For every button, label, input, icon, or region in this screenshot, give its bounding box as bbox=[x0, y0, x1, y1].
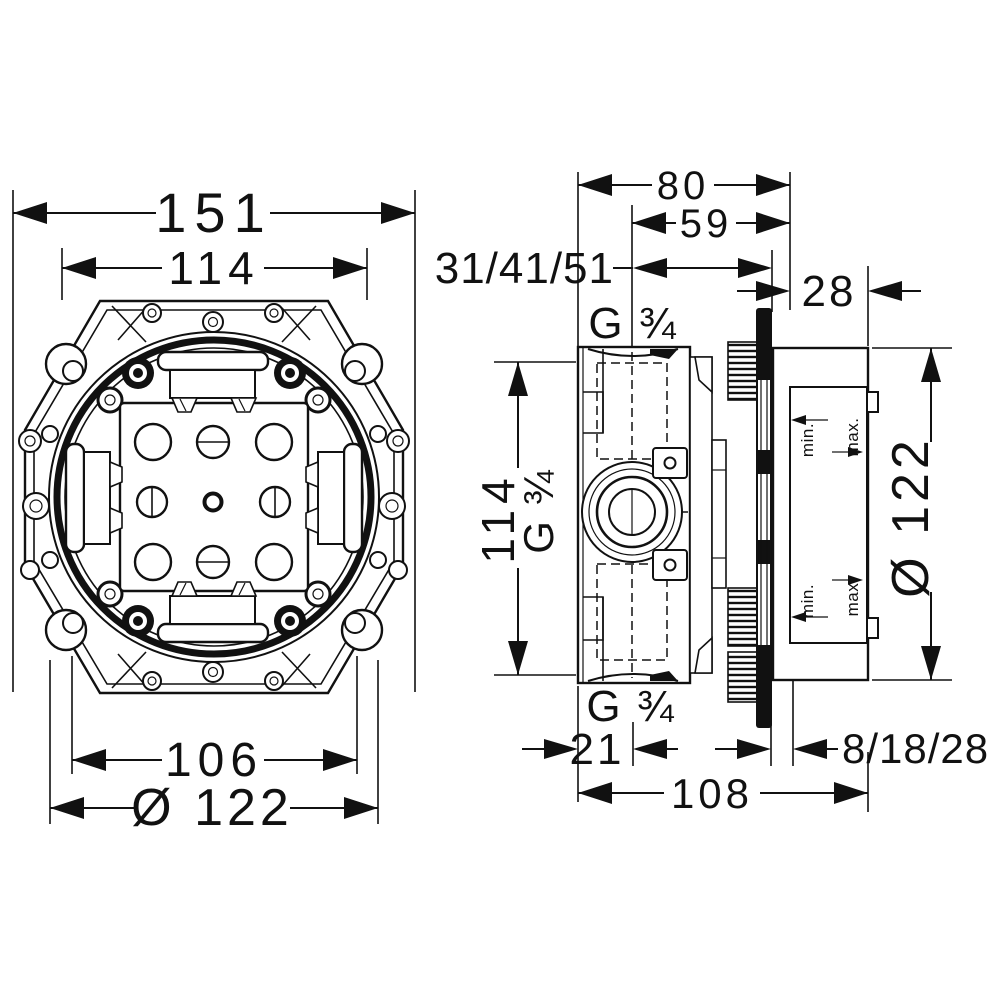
dim-protrusion-range-label: 8/18/28 bbox=[842, 725, 989, 772]
dim-center-to-front-label: 59 bbox=[680, 202, 733, 246]
dim-front-diameter-label: Ø 122 bbox=[131, 779, 293, 837]
dim-bolt-spacing-bottom: 106 bbox=[72, 734, 357, 787]
dim-overall-depth-label: 108 bbox=[671, 770, 753, 817]
dim-port-offset-label: 21 bbox=[570, 725, 625, 774]
dim-cover-depth-label: 28 bbox=[802, 267, 857, 316]
front-view: 151 114 106 Ø 122 bbox=[12, 181, 416, 837]
center-screw bbox=[202, 491, 224, 513]
dim-bolt-spacing-bottom-label: 106 bbox=[165, 734, 263, 787]
dim-center-to-front: 59 bbox=[632, 202, 790, 246]
plaster-min-label-bottom: min. bbox=[798, 584, 817, 618]
dim-port-spacing: 114 bbox=[472, 362, 528, 675]
dim-install-depth-range-label: 31/41/51 bbox=[435, 244, 614, 293]
dim-port-spacing-label: 114 bbox=[472, 472, 524, 563]
plaster-max-label-bottom: max. bbox=[843, 578, 862, 617]
dim-install-depth-range: 31/41/51 bbox=[435, 244, 772, 293]
dim-side-diameter-label: Ø 122 bbox=[882, 436, 940, 598]
dim-bolt-spacing-top-label: 114 bbox=[168, 242, 259, 294]
dim-overall-depth: 108 bbox=[578, 770, 868, 817]
plaster-max-label-top: max. bbox=[843, 418, 862, 457]
dim-overall-width: 151 bbox=[13, 181, 415, 244]
flange-holes bbox=[18, 303, 410, 691]
bottom-port-thread-label: G ¾ bbox=[586, 682, 675, 731]
side-view-extension-lines bbox=[494, 172, 952, 812]
mounting-ears bbox=[44, 342, 384, 652]
screw-tabs bbox=[652, 447, 688, 581]
plaster-min-label-top: min. bbox=[798, 423, 817, 457]
dim-side-diameter: Ø 122 bbox=[882, 348, 941, 680]
dim-bolt-spacing-top: 114 bbox=[62, 242, 367, 294]
port-hole-grid bbox=[133, 422, 294, 582]
dim-port-offset: 21 bbox=[522, 725, 678, 774]
side-port bbox=[581, 461, 683, 563]
dim-body-depth-label: 80 bbox=[657, 164, 710, 208]
side-view: min. max. max. min. G ¾ G ¾ G ¾ 80 59 31 bbox=[435, 164, 989, 817]
connector-section bbox=[689, 341, 758, 703]
top-port-thread-label: G ¾ bbox=[588, 299, 677, 348]
dim-protrusion-range: 8/18/28 bbox=[715, 725, 989, 772]
plaster-shield: min. max. max. min. bbox=[771, 346, 879, 682]
dim-cover-depth: 28 bbox=[737, 267, 921, 316]
side-port-thread-label: G ¾ bbox=[515, 468, 562, 553]
mounting-plate bbox=[756, 308, 772, 728]
screw-bosses bbox=[122, 357, 306, 637]
dim-front-diameter: Ø 122 bbox=[50, 779, 378, 837]
dim-overall-width-label: 151 bbox=[155, 181, 272, 244]
dim-body-depth: 80 bbox=[578, 164, 790, 208]
front-view-extension-lines bbox=[12, 190, 416, 824]
